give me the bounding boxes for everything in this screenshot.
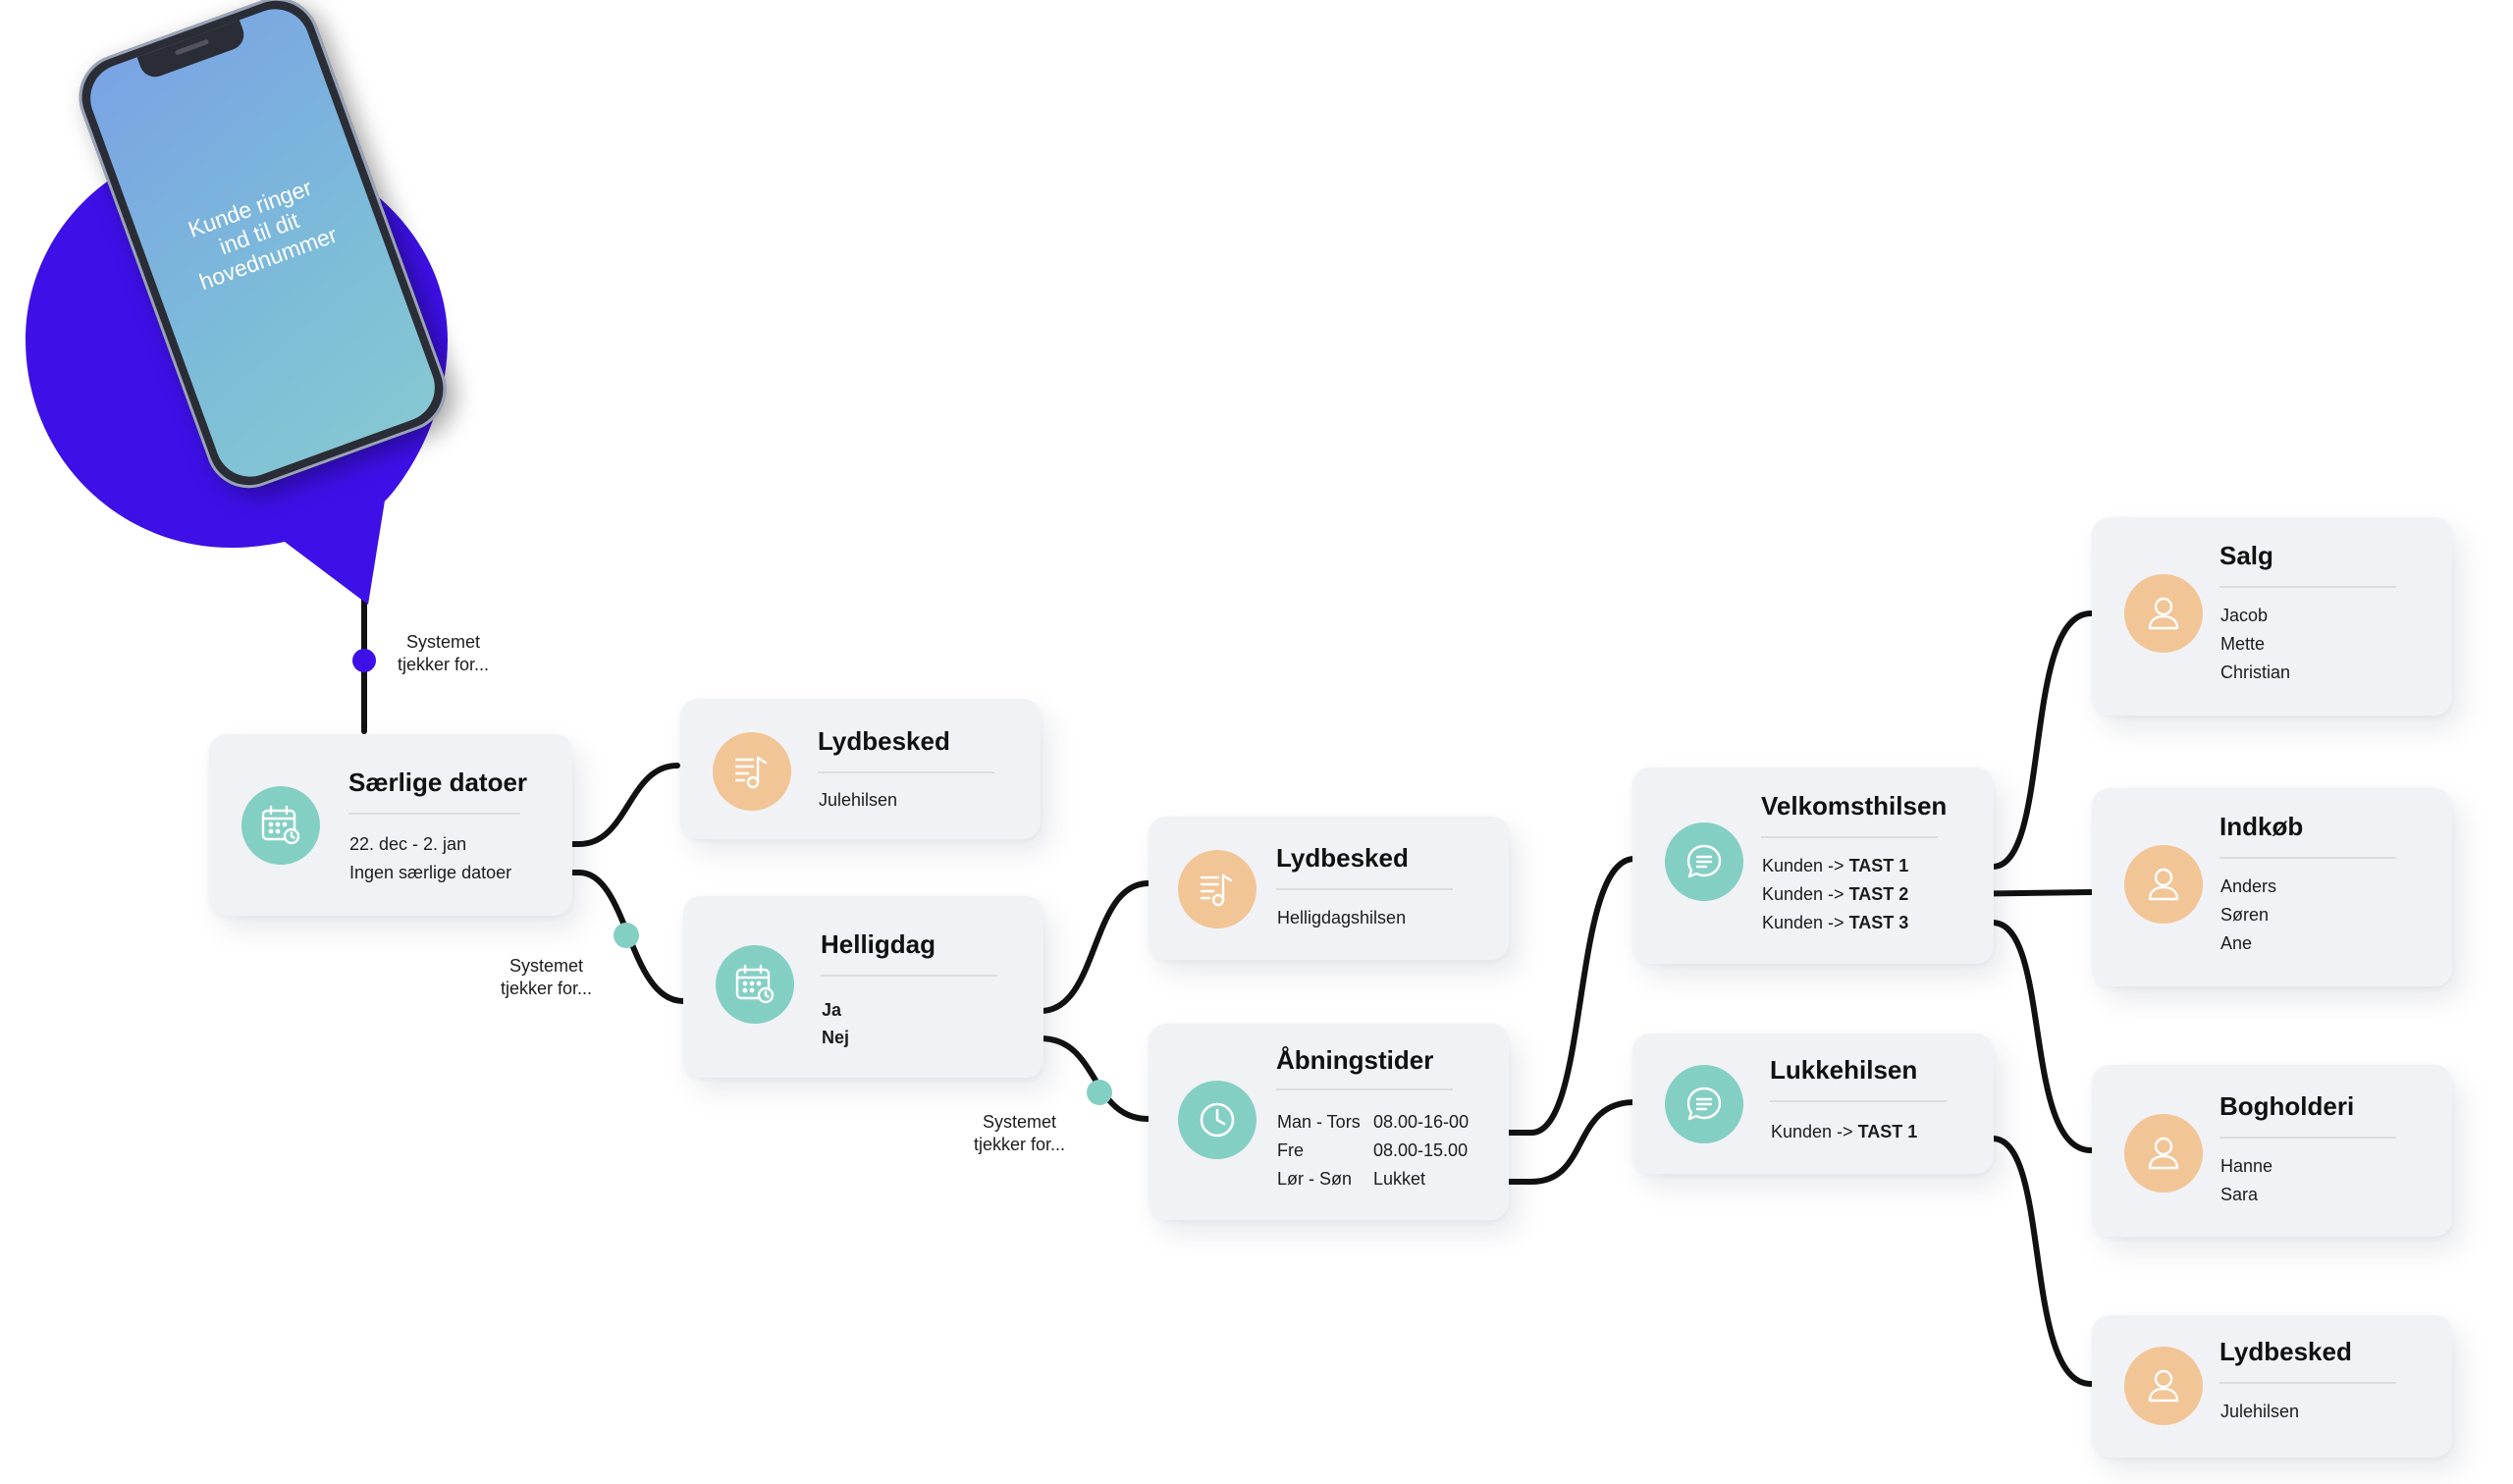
card-title: Særlige datoer	[348, 768, 528, 797]
card-title: Lukkehilsen	[1770, 1055, 1918, 1085]
person-icon	[2124, 845, 2203, 924]
system-check-note: Systemet tjekker for...	[974, 1111, 1065, 1156]
menu-option: Kunden -> TAST 3	[1762, 913, 1908, 933]
note-line: tjekker for...	[398, 655, 490, 674]
wire-helligdag-ja-to-lydbesked2	[883, 880, 1151, 1014]
hours-time: Lukket	[1373, 1169, 1426, 1189]
note-line: Systemet	[983, 1112, 1057, 1132]
person-icon	[2124, 1114, 2203, 1192]
card-indkob[interactable]: Indkøb Anders Søren Ane	[2092, 788, 2452, 986]
card-divider	[1761, 836, 1938, 838]
wire-abning-to-lukke	[1485, 1099, 1637, 1185]
card-title: Bogholderi	[2219, 1091, 2355, 1121]
wire-saerlige-to-lydbesked1	[535, 763, 680, 847]
menu-option-key: TAST 1	[1857, 1122, 1918, 1141]
agent-name: Ane	[2220, 933, 2253, 953]
hours-day: Lør - Søn	[1277, 1169, 1353, 1189]
system-check-note: Systemet tjekker for...	[501, 955, 592, 1000]
card-title: Salg	[2219, 541, 2273, 570]
card-divider	[821, 975, 997, 977]
wire-velkomst-to-salg	[1946, 610, 2094, 870]
agent-name: Mette	[2220, 634, 2266, 654]
chat-icon	[1665, 822, 1743, 901]
menu-option-prefix: Kunden ->	[1762, 856, 1849, 875]
card-divider	[348, 813, 520, 815]
person-icon	[2124, 574, 2203, 653]
chat-icon	[1665, 1065, 1743, 1143]
card-divider	[1276, 1088, 1453, 1090]
hours-day: Man - Tors	[1277, 1112, 1361, 1132]
note-line: Systemet	[509, 956, 584, 976]
card-title: Indkøb	[2219, 812, 2304, 841]
card-divider	[2219, 1137, 2396, 1139]
card-divider	[1276, 888, 1453, 890]
card-title: Åbningstider	[1276, 1045, 1434, 1075]
card-helligdag[interactable]: Helligdag Ja Nej	[683, 896, 1043, 1078]
card-bogholderi[interactable]: Bogholderi Hanne Sara	[2092, 1065, 2452, 1237]
hours-time: 08.00-16-00	[1373, 1112, 1470, 1132]
music-note-icon	[1178, 850, 1256, 928]
card-line: Nej	[822, 1028, 850, 1047]
card-line: Julehilsen	[819, 790, 898, 810]
card-saerlige-datoer[interactable]: Særlige datoer 22. dec - 2. jan Ingen sæ…	[209, 734, 572, 916]
card-salg[interactable]: Salg Jacob Mette Christian	[2092, 517, 2452, 716]
menu-option-key: TAST 3	[1848, 913, 1909, 932]
menu-option: Kunden -> TAST 1	[1771, 1122, 1917, 1142]
wire-abning-to-velkomst	[1485, 856, 1637, 1136]
hours-time: 08.00-15.00	[1373, 1140, 1469, 1160]
agent-name: Anders	[2220, 876, 2277, 896]
menu-option-prefix: Kunden ->	[1762, 884, 1849, 904]
card-line: Julehilsen	[2220, 1402, 2300, 1421]
card-lukkehilsen[interactable]: Lukkehilsen Kunden -> TAST 1	[1632, 1034, 1994, 1174]
card-title: Lydbesked	[2219, 1337, 2352, 1366]
card-line: Ingen særlige datoer	[349, 863, 512, 882]
card-divider	[2219, 1382, 2396, 1384]
agent-name: Sara	[2220, 1185, 2259, 1204]
card-lydbesked-julehilsen[interactable]: Lydbesked Julehilsen	[680, 699, 1041, 839]
calendar-icon	[716, 945, 794, 1024]
music-note-icon	[713, 732, 791, 811]
port-dot-phone	[352, 649, 376, 672]
menu-option: Kunden -> TAST 2	[1762, 884, 1908, 905]
card-line: Helligdagshilsen	[1277, 908, 1407, 928]
agent-name: Hanne	[2220, 1156, 2273, 1176]
wire-velkomst-to-bogholderi	[1946, 920, 2094, 1153]
calendar-icon	[241, 786, 320, 865]
clock-icon	[1178, 1081, 1256, 1159]
wire-helligdag-nej-to-abning	[883, 1035, 1151, 1122]
menu-option-key: TAST 2	[1848, 884, 1909, 904]
menu-option-key: TAST 1	[1848, 856, 1909, 875]
card-line: 22. dec - 2. jan	[349, 834, 467, 854]
note-line: tjekker for...	[501, 979, 593, 998]
junction-dot-1	[614, 923, 639, 948]
card-divider	[2219, 857, 2396, 859]
agent-name: Christian	[2220, 662, 2291, 682]
note-line: tjekker for...	[974, 1135, 1066, 1154]
agent-name: Jacob	[2220, 606, 2269, 625]
card-lydbesked-helligdagshilsen[interactable]: Lydbesked Helligdagshilsen	[1149, 817, 1509, 960]
card-velkomsthilsen[interactable]: Velkomsthilsen Kunden -> TAST 1 Kunden -…	[1632, 768, 1994, 964]
card-abningstider[interactable]: Åbningstider Man - Tors 08.00-16-00 Fre …	[1149, 1024, 1509, 1220]
junction-dot-2	[1087, 1080, 1112, 1105]
card-title: Velkomsthilsen	[1761, 791, 1948, 821]
card-line: Ja	[822, 1000, 842, 1020]
wire-lukke-to-lydbesked3	[1946, 1136, 2094, 1387]
person-icon	[2124, 1347, 2203, 1425]
card-divider	[1770, 1100, 1947, 1102]
note-line: Systemet	[406, 632, 481, 652]
card-divider	[2219, 586, 2396, 588]
card-lydbesked-julehilsen-2[interactable]: Lydbesked Julehilsen	[2092, 1315, 2452, 1458]
system-check-note: Systemet tjekker for...	[398, 631, 489, 676]
menu-option-prefix: Kunden ->	[1771, 1122, 1858, 1141]
card-title: Lydbesked	[1276, 843, 1409, 873]
card-title: Helligdag	[821, 929, 936, 959]
menu-option-prefix: Kunden ->	[1762, 913, 1849, 932]
agent-name: Søren	[2220, 905, 2270, 925]
menu-option: Kunden -> TAST 1	[1762, 856, 1908, 876]
hours-day: Fre	[1277, 1140, 1304, 1160]
card-title: Lydbesked	[818, 726, 950, 756]
card-divider	[818, 771, 994, 773]
